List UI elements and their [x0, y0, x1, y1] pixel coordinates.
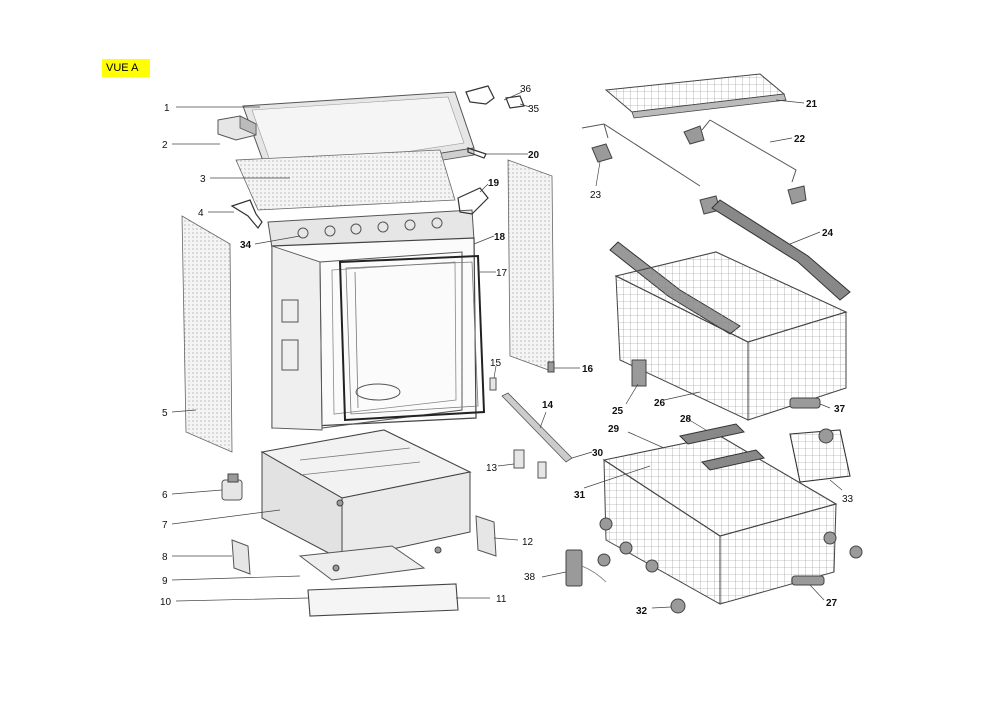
part-kickplate [307, 583, 459, 617]
callout-11: 11 [496, 594, 507, 605]
callout-29: 29 [608, 424, 620, 435]
view-label-badge: VUE A [102, 59, 150, 77]
part-clip-15 [489, 377, 497, 391]
part-base-frame [260, 429, 472, 561]
callout-12: 12 [522, 537, 534, 548]
part-latch-19 [457, 187, 489, 215]
callout-30: 30 [592, 448, 604, 459]
callout-3: 3 [200, 174, 206, 185]
part-door-panel [507, 159, 555, 373]
part-tine-rack-28 [678, 423, 765, 471]
part-clip-23 [591, 143, 613, 163]
callout-23: 23 [590, 190, 602, 201]
part-plate-8 [231, 539, 251, 575]
callout-28: 28 [680, 414, 692, 425]
callout-15: 15 [490, 358, 502, 369]
part-tub-body [271, 237, 477, 431]
callout-20: 20 [528, 150, 540, 161]
part-clip-25 [631, 359, 647, 387]
callout-21: 21 [806, 99, 818, 110]
part-clip-13 [513, 449, 547, 479]
callout-34: 34 [240, 240, 252, 251]
callout-27: 27 [826, 598, 838, 609]
callout-36: 36 [520, 84, 532, 95]
part-plate-12 [475, 515, 497, 557]
part-basket-rail-wire [581, 119, 797, 187]
part-side-bracket [230, 199, 263, 230]
callout-25: 25 [612, 406, 624, 417]
part-wheels [597, 517, 863, 614]
callout-8: 8 [162, 552, 168, 563]
callout-31: 31 [574, 490, 586, 501]
callout-19: 19 [488, 178, 500, 189]
callout-26: 26 [654, 398, 666, 409]
part-pump-6 [221, 473, 243, 501]
callout-1: 1 [164, 103, 170, 114]
part-lower-basket [602, 435, 838, 605]
callout-7: 7 [162, 520, 168, 531]
callout-9: 9 [162, 576, 168, 587]
part-basket-handle-37 [789, 397, 821, 409]
callout-14: 14 [542, 400, 554, 411]
part-side-panel [181, 215, 233, 453]
part-clip-upper [683, 125, 807, 215]
part-kickplate-support [298, 545, 426, 581]
part-valve-36 [465, 85, 495, 105]
leader-lines [171, 91, 843, 609]
part-clip-20 [467, 147, 487, 159]
part-control-strip [267, 209, 475, 249]
part-rail-14 [501, 392, 573, 463]
part-insulation-mat [235, 149, 456, 211]
callout-6: 6 [162, 490, 168, 501]
part-cutlery-tray [604, 73, 787, 119]
callout-22: 22 [794, 134, 806, 145]
part-cutlery-basket [789, 428, 851, 483]
callout-32: 32 [636, 606, 648, 617]
part-door-seal [338, 254, 486, 422]
callout-33: 33 [842, 494, 854, 505]
callout-24: 24 [822, 228, 834, 239]
callout-17: 17 [496, 268, 508, 279]
callout-35: 35 [528, 104, 540, 115]
callout-10: 10 [160, 597, 172, 608]
callout-5: 5 [162, 408, 168, 419]
part-upper-basket [614, 251, 848, 421]
part-top-bracket [217, 115, 257, 141]
part-sensor-38 [565, 549, 607, 587]
callout-2: 2 [162, 140, 168, 151]
callout-18: 18 [494, 232, 506, 243]
callout-4: 4 [198, 208, 204, 219]
callout-13: 13 [486, 463, 498, 474]
callout-16: 16 [582, 364, 594, 375]
part-clip-35 [505, 95, 525, 109]
callout-37: 37 [834, 404, 846, 415]
callout-38: 38 [524, 572, 536, 583]
